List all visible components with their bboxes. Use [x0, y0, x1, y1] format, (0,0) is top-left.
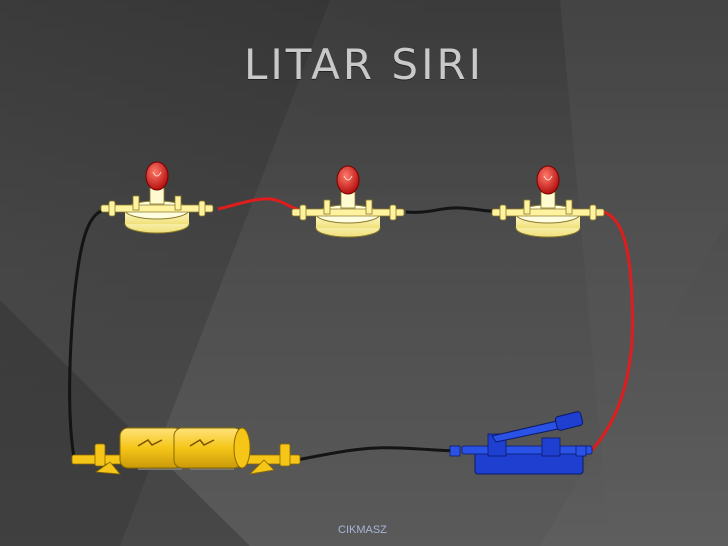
lightning-icon: [137, 439, 163, 447]
page-title: LITAR SIRI: [243, 40, 485, 89]
lamp-holder: [491, 165, 605, 238]
lamp-holder: [100, 161, 214, 234]
wire-black-left: [68, 208, 105, 459]
wire-black-lamp2-lamp3: [405, 206, 499, 214]
lightning-icon: [189, 439, 215, 447]
wire-red-lamp1-lamp2: [217, 197, 305, 213]
wire-red-right: [588, 210, 635, 454]
footer-label: CIKMASZ: [338, 524, 387, 536]
lamp-holder: [291, 165, 405, 238]
wire-black-bottom: [295, 446, 461, 462]
battery-cell: [173, 427, 251, 469]
knife-switch: [449, 411, 593, 475]
battery-cell: [119, 427, 183, 469]
